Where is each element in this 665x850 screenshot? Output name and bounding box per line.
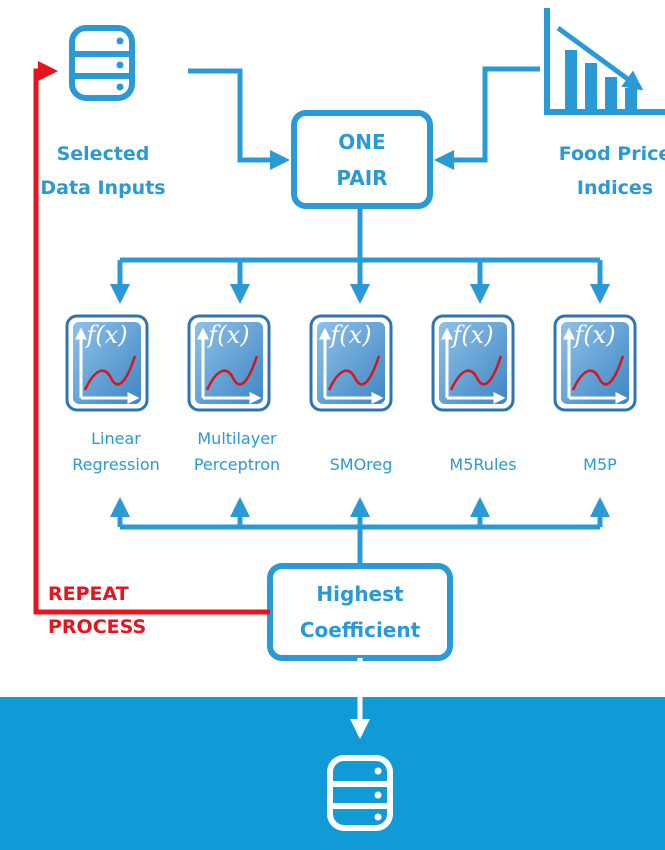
database-icon [72,28,132,98]
model-label-smoreg: SMOreg [329,455,393,474]
model-label-m5rules: M5Rules [449,455,517,474]
function-label: f(x) [452,321,494,349]
prices-arrow [434,66,540,170]
highest-coefficient-text: Highest Coefficient [299,582,421,642]
selected-data-label: Selected Data Inputs [40,143,166,199]
one-pair-text: ONE PAIR [336,130,388,190]
food-price-label: Food Price Indices [558,143,665,199]
function-label: f(x) [86,321,128,349]
model-label-linear-regression: Linear Regression [72,429,160,474]
repeat-process-label: REPEAT PROCESS [48,583,147,638]
function-label: f(x) [208,321,250,349]
inputs-arrow [188,68,290,170]
function-label: f(x) [574,321,616,349]
model-label-multilayer-perceptron: Multilayer Perceptron [193,429,281,474]
price-chart-icon [544,8,665,115]
function-label: f(x) [330,321,372,349]
model-label-m5p: M5P [583,455,617,474]
repeat-loop-arrow [33,61,270,615]
